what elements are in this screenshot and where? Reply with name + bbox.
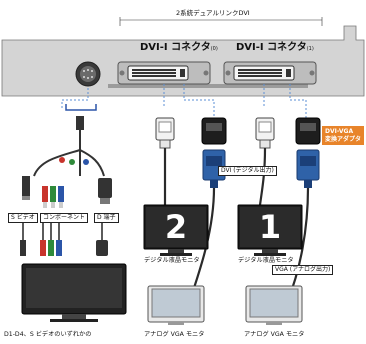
dvi-port-left-label: DVI-I コネクタ(0)	[140, 43, 218, 53]
analog-monitor-left	[147, 285, 205, 325]
analog-monitor-right-label: アナログ VGA モニタ	[244, 331, 305, 338]
dvi-port-right-label: DVI-I コネクタ(1)	[236, 43, 314, 53]
dvi-port-right-tag: (1)	[306, 46, 314, 52]
digital-output-label: DVI (デジタル出力)	[218, 166, 277, 176]
analog-monitor-right	[245, 285, 303, 325]
adapter-callout: DVI-VGA 変換アダプタ	[322, 126, 365, 145]
analog-monitor-left-label: アナログ VGA モニタ	[144, 331, 205, 338]
adapter-callout-line2: 変換アダプタ	[325, 135, 362, 143]
bracket-slot-1	[108, 84, 308, 88]
svideo-label: S ビデオ	[8, 213, 38, 223]
dvi-plug-right	[255, 117, 275, 149]
dvi-vga-adapter-right	[295, 117, 321, 188]
dvi-port-left-tag: (0)	[210, 46, 218, 52]
dvi-port-right-text: DVI-I コネクタ	[236, 42, 307, 53]
digital-monitor-2	[143, 204, 209, 256]
tv-label: D1-D4、S ビデオのいずれかの	[4, 331, 92, 338]
monitor-2-number: 2	[165, 208, 187, 246]
digital-monitor-2-label: デジタル液晶モニタ	[144, 257, 200, 264]
d-terminal-label: D 端子	[94, 213, 119, 223]
dvi-vga-adapter-left	[201, 117, 227, 188]
component-label: コンポーネント	[40, 213, 89, 223]
television	[21, 263, 127, 322]
video-port-bracket	[65, 104, 97, 111]
video-breakout-cable	[33, 116, 105, 177]
tv-plugs	[20, 218, 108, 256]
monitor-1-number: 1	[259, 208, 281, 246]
port-link-lines	[61, 84, 307, 118]
digital-monitor-1-label: デジタル液晶モニタ	[238, 257, 294, 264]
video-port-pins	[83, 69, 93, 79]
title-label: 2系統デュアルリンクDVI	[176, 9, 250, 17]
video-plugs	[22, 176, 112, 208]
vga-output-label: VGA (アナログ出力)	[272, 265, 334, 275]
dvi-port-left-icon	[117, 61, 211, 85]
dvi-plug-left	[155, 117, 175, 149]
video-port-inner	[80, 66, 96, 82]
digital-monitor-1	[237, 204, 303, 256]
adapter-callout-line1: DVI-VGA	[325, 128, 354, 135]
dvi-port-left-text: DVI-I コネクタ	[140, 42, 211, 53]
dvi-port-right-icon	[223, 61, 317, 85]
